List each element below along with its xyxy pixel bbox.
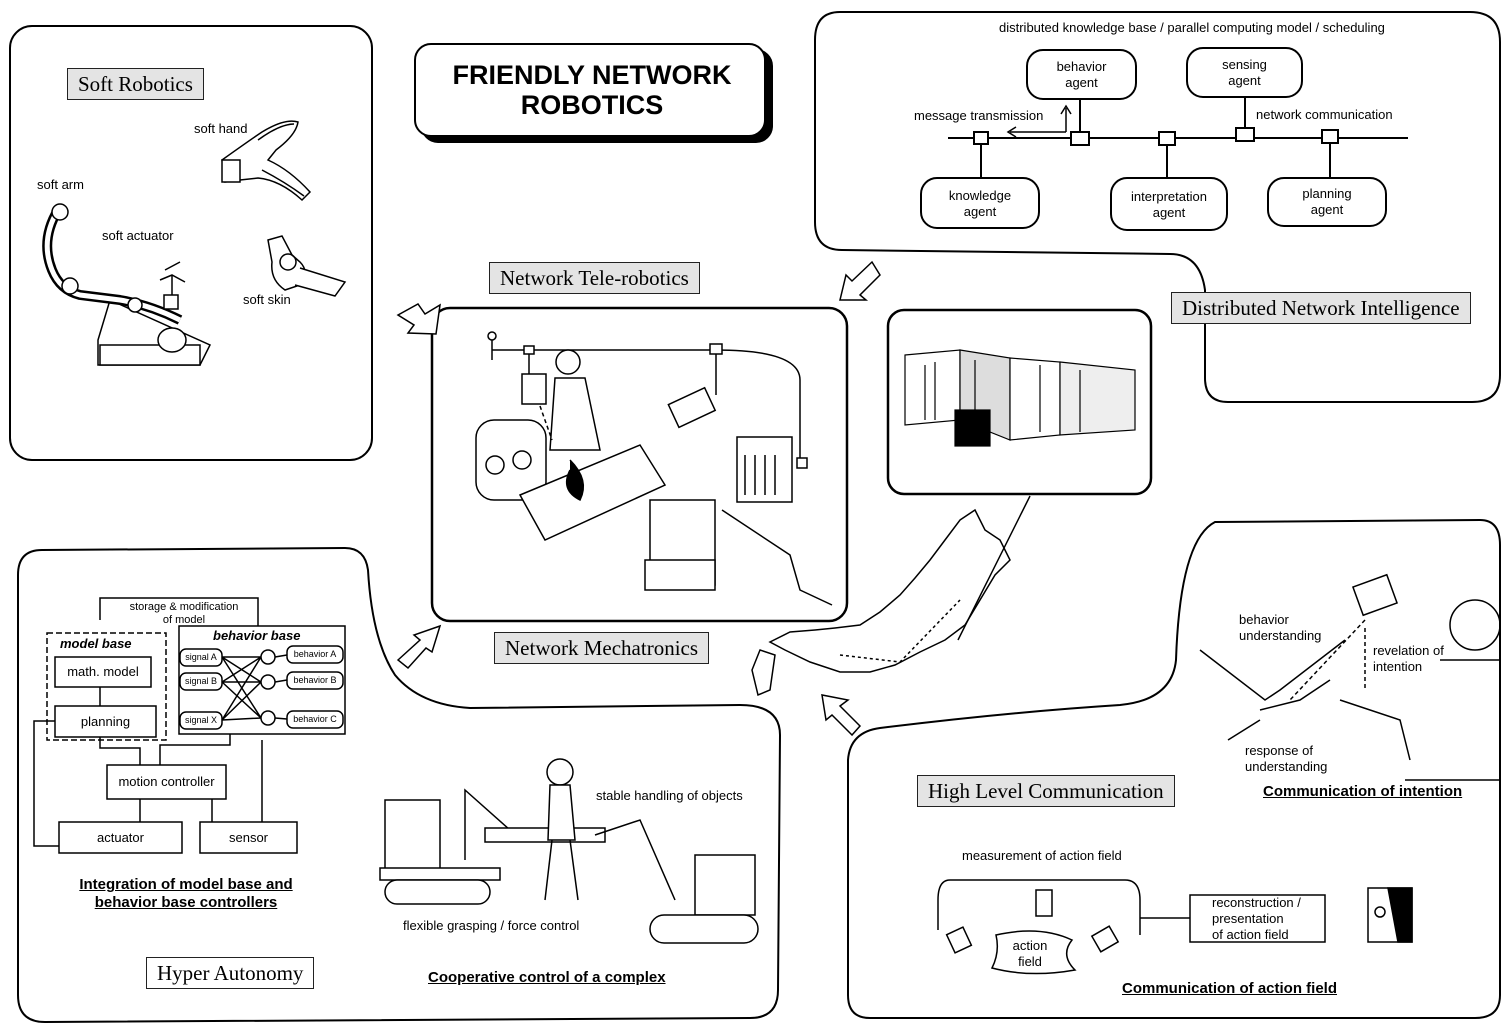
controller-diagram [33, 597, 346, 854]
storage-line-1: storage & modification [129, 601, 239, 613]
tele-robotics-illustration [475, 331, 833, 606]
behavior-b-label: behavior B [293, 675, 337, 685]
soft-skin-illustration [267, 235, 347, 297]
measurement-label: measurement of action field [962, 848, 1122, 863]
integration-caption-line-2: behavior base controllers [94, 894, 278, 911]
planning-label: planning [80, 714, 131, 729]
communication-of-action-field-caption: Communication of action field [1122, 980, 1338, 997]
hyper-autonomy-heading: Hyper Autonomy [146, 957, 315, 989]
soft-arm-label: soft arm [37, 177, 84, 192]
revelation-of-intention-label: revelation of intention [1373, 643, 1444, 675]
revelation-line-1: revelation of [1373, 643, 1444, 658]
mechatronics-heading: Network Mechatronics [494, 632, 710, 664]
dni-top-caption: distributed knowledge base / parallel co… [999, 20, 1385, 35]
signal-a-label: signal A [185, 652, 217, 662]
intention-illustration [1199, 573, 1501, 781]
behavior-agent-box: behavior agent [1027, 59, 1136, 91]
network-communication-label: network communication [1256, 107, 1393, 122]
soft-robotics-panel [9, 25, 373, 461]
behavior-understanding-line-1: behavior [1239, 612, 1289, 627]
supercomputer-illustration [904, 349, 1136, 447]
knowledge-agent-box: knowledge agent [921, 188, 1039, 220]
action-field-line-2: field [1018, 954, 1042, 969]
stable-handling-label: stable handling of objects [596, 788, 743, 803]
response-of-understanding-label: response of understanding [1245, 743, 1327, 775]
response-line-1: response of [1245, 743, 1313, 758]
high-level-communication-panel [847, 518, 1501, 1019]
excavator-illustration [379, 758, 759, 944]
communication-of-intention-caption: Communication of intention [1263, 783, 1463, 800]
tele-robotics-panel [430, 306, 849, 623]
sensing-agent-line-1: sensing [1222, 57, 1267, 72]
message-arrow [1006, 104, 1072, 138]
model-base-label: model base [60, 636, 132, 651]
soft-robotics-heading: Soft Robotics [67, 68, 204, 100]
integration-caption: Integration of model base and behavior b… [56, 876, 316, 912]
sensor-label: sensor [228, 830, 269, 845]
cooperative-control-caption: Cooperative control of a complex [428, 969, 666, 986]
behavior-agent-line-2: agent [1065, 75, 1098, 90]
page-title: FRIENDLY NETWORK ROBOTICS [418, 60, 766, 120]
high-level-communication-heading: High Level Communication [917, 775, 1175, 807]
actuator-label: actuator [97, 830, 144, 845]
behavior-a-label: behavior A [293, 649, 337, 659]
response-line-2: understanding [1245, 759, 1328, 774]
sensing-agent-box: sensing agent [1187, 57, 1302, 89]
planning-agent-box: planning agent [1268, 186, 1386, 218]
revelation-line-2: intention [1373, 659, 1423, 674]
planning-agent-line-2: agent [1310, 202, 1344, 217]
reconstruction-line-3: of action field [1212, 927, 1289, 942]
title-line-2: ROBOTICS [520, 90, 664, 120]
behavior-understanding-label: behavior understanding [1239, 612, 1321, 644]
soft-actuator-label: soft actuator [102, 228, 174, 243]
storage-modification-label: storage & modification of model [104, 601, 264, 627]
japan-map-illustration [751, 495, 1031, 697]
supercomputer-panel [886, 308, 1153, 496]
reconstruction-line-2: presentation [1212, 911, 1284, 926]
title-box [414, 43, 773, 143]
hyper-autonomy-panel [17, 546, 782, 1024]
bus-connectors [973, 97, 1339, 178]
integration-caption-line-1: Integration of model base and [79, 876, 293, 893]
behavior-understanding-line-2: understanding [1239, 628, 1322, 643]
interpretation-agent-line-2: agent [1152, 205, 1186, 220]
math-model-label: math. model [67, 664, 139, 679]
title-line-1: FRIENDLY NETWORK [452, 60, 732, 90]
action-field-label: action field [1000, 938, 1060, 970]
planning-agent-line-1: planning [1302, 186, 1352, 201]
soft-hand-illustration [221, 120, 312, 202]
soft-hand-label: soft hand [194, 121, 248, 136]
sensing-agent-line-2: agent [1228, 73, 1261, 88]
knowledge-agent-line-1: knowledge [948, 188, 1012, 203]
action-field-illustration [937, 879, 1413, 975]
interpretation-agent-line-1: interpretation [1131, 189, 1207, 204]
reconstruction-line-1: reconstruction / [1212, 895, 1301, 910]
dni-heading: Distributed Network Intelligence [1171, 292, 1471, 324]
behavior-base-label: behavior base [213, 628, 301, 643]
behavior-c-label: behavior C [293, 714, 337, 724]
soft-arm-illustration [42, 203, 212, 366]
behavior-agent-line-1: behavior [1056, 59, 1107, 74]
signal-x-label: signal X [184, 715, 218, 725]
distributed-intelligence-panel [814, 11, 1501, 403]
knowledge-agent-line-2: agent [963, 204, 997, 219]
signal-b-label: signal B [184, 676, 218, 686]
storage-line-2: of model [162, 614, 206, 626]
tele-robotics-heading: Network Tele-robotics [489, 262, 700, 294]
action-field-line-1: action [1012, 938, 1048, 953]
soft-skin-label: soft skin [243, 292, 291, 307]
reconstruction-label: reconstruction / presentation of action … [1212, 895, 1301, 943]
motion-controller-label: motion controller [118, 774, 215, 789]
flexible-grasping-label: flexible grasping / force control [403, 918, 580, 933]
block-arrows [396, 260, 881, 737]
interpretation-agent-box: interpretation agent [1111, 189, 1227, 221]
message-transmission-label: message transmission [914, 108, 1044, 123]
